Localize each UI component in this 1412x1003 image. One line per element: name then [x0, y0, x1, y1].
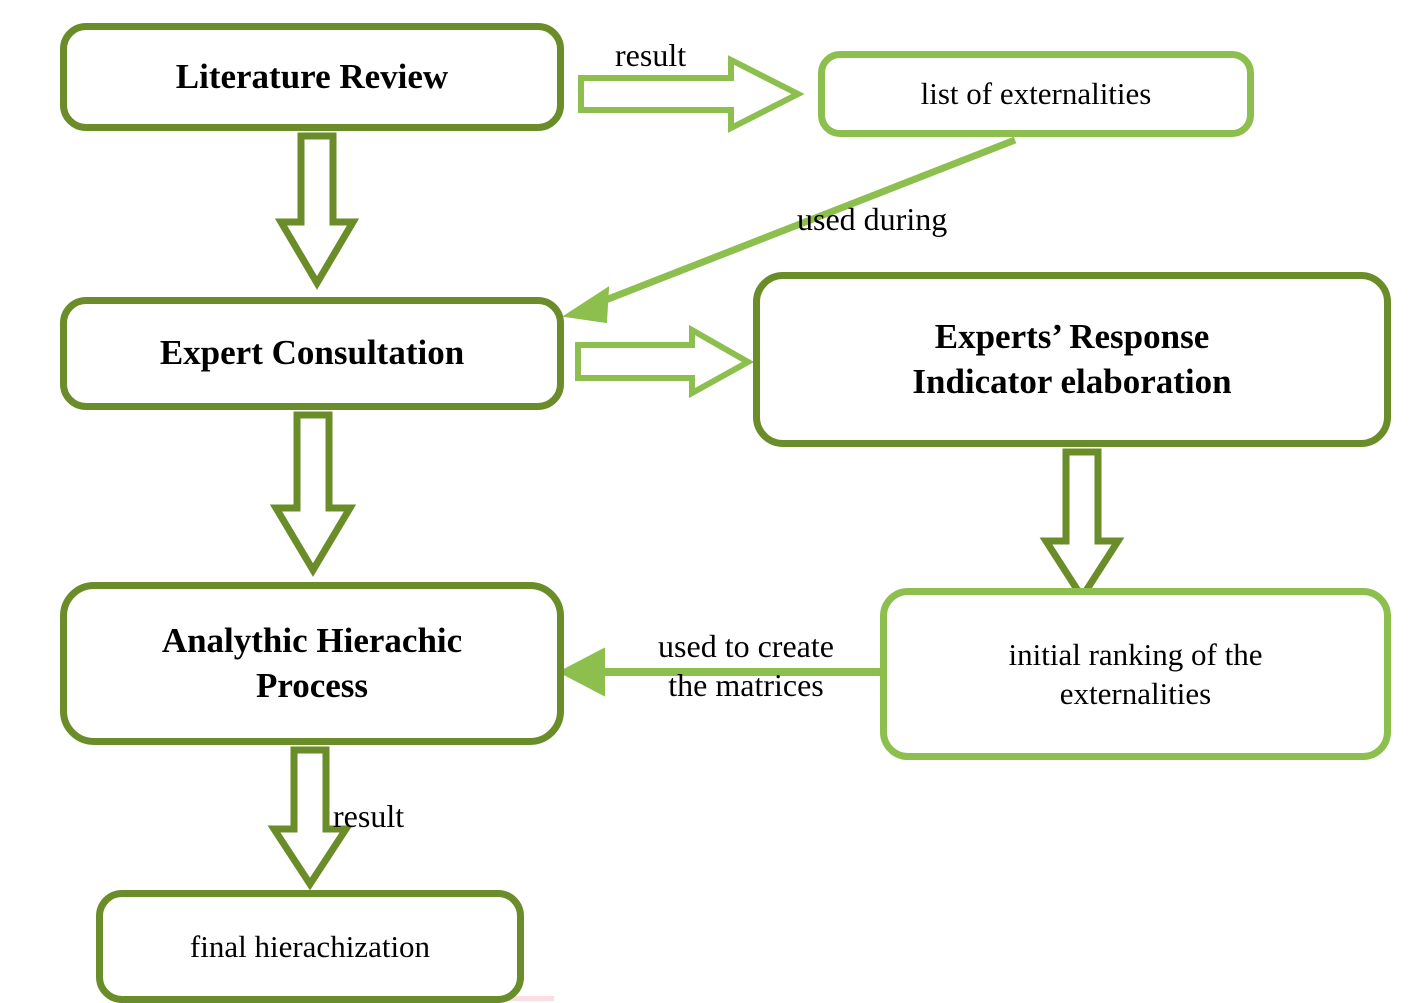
arrow-experts-response-to-initial-ranking: [1039, 448, 1125, 604]
node-ahp-line1: Analythic Hierachic: [161, 621, 463, 661]
edge-label-used-to-create: used to create the matrices: [615, 627, 877, 705]
edge-label-used-to-create-line2: the matrices: [668, 667, 824, 704]
node-ahp-text: Analythic Hierachic Process: [162, 619, 462, 707]
node-initial-ranking-of-externalities[interactable]: initial ranking of the externalities: [880, 588, 1391, 760]
node-initial-ranking-line2: externalities: [1059, 676, 1212, 711]
edge-label-used-during: used during: [797, 201, 948, 237]
node-list-of-externalities[interactable]: list of externalities: [818, 51, 1254, 137]
node-analythic-hierachic-process[interactable]: Analythic Hierachic Process: [60, 582, 564, 745]
arrow-expert-consultation-to-ahp: [269, 411, 357, 577]
node-final-hierachization[interactable]: final hierachization: [96, 890, 524, 1003]
node-literature-review-label: Literature Review: [175, 56, 449, 96]
node-literature-review[interactable]: Literature Review: [60, 23, 564, 131]
edge-label-result-top: result: [615, 37, 687, 73]
node-expert-consultation[interactable]: Expert Consultation: [60, 297, 564, 410]
node-ahp-line2: Process: [255, 665, 369, 705]
node-experts-response-line2: Indicator elaboration: [912, 361, 1232, 401]
node-final-hierachization-label: final hierachization: [189, 928, 431, 964]
node-initial-ranking-line1: initial ranking of the: [1008, 636, 1263, 672]
edge-label-used-to-create-line1: used to create: [658, 628, 834, 664]
node-expert-consultation-label: Expert Consultation: [159, 333, 465, 373]
arrow-literature-review-to-expert-consultation: [274, 132, 360, 290]
node-experts-response[interactable]: Experts’ Response Indicator elaboration: [753, 272, 1391, 447]
node-initial-ranking-text: initial ranking of the externalities: [1009, 635, 1263, 713]
node-experts-response-text: Experts’ Response Indicator elaboration: [912, 315, 1231, 403]
arrow-literature-review-to-list-of-externalities: [578, 55, 805, 133]
node-list-of-externalities-label: list of externalities: [920, 76, 1152, 112]
node-experts-response-line1: Experts’ Response: [934, 317, 1210, 357]
arrow-expert-consultation-to-experts-response: [575, 324, 755, 399]
arrowhead-used-during: [562, 286, 610, 324]
arrowhead-used-to-create: [557, 647, 605, 697]
edge-label-result-bottom: result: [333, 798, 405, 834]
